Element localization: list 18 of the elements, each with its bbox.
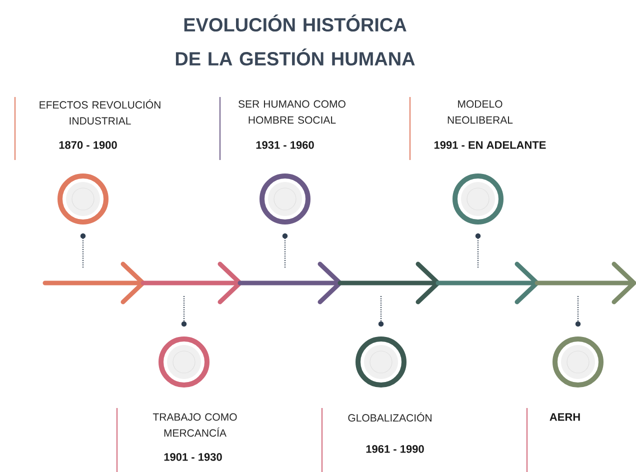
circle-marker (452, 174, 504, 224)
period-years: 1991 - EN ADELANTE (434, 141, 546, 149)
period-heading: AERH (550, 413, 580, 421)
period-heading: GLOBALIZACIÓN (348, 412, 432, 422)
title: EVOLUCIÓN HISTÓRICA DE LA GESTIÓN HUMANA (176, 14, 415, 66)
circle-marker (356, 336, 406, 388)
period-heading: EFECTOS REVOLUCIÓN INDUSTRIAL (40, 99, 160, 125)
period-heading: MODELO NEOLIBERAL (448, 100, 513, 124)
circle-marker (158, 336, 210, 388)
period-years: 1961 - 1990 (366, 445, 424, 453)
circle-marker (552, 336, 604, 388)
period-heading: SER HUMANO COMO HOMBRE SOCIAL (238, 100, 346, 124)
period-years: 1931 - 1960 (256, 141, 314, 149)
circle-marker (58, 174, 108, 224)
period-heading: TRABAJO COMO MERCANCÍA (152, 413, 237, 437)
period-years: 1870 - 1900 (59, 141, 117, 149)
period-years: 1901 - 1930 (164, 453, 222, 461)
circle-marker (260, 174, 310, 224)
